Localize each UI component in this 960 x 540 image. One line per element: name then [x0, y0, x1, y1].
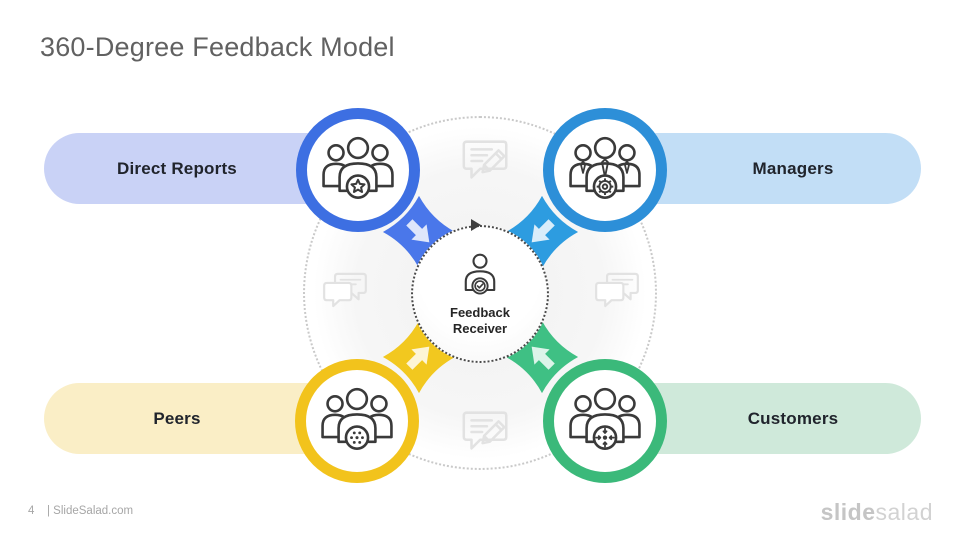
- footer-page-number: 4: [28, 505, 35, 517]
- team-gear-icon: [569, 136, 641, 199]
- node-circle-peers: [295, 359, 419, 483]
- arrow-customers-icon: [505, 320, 579, 394]
- pill-label: Peers: [153, 408, 201, 428]
- center-circle: Feedback Receiver: [411, 225, 549, 363]
- node-circle-managers: [543, 108, 667, 232]
- pill-label: Customers: [747, 408, 839, 428]
- chat-edit-icon: [462, 411, 508, 450]
- team-dots-icon: [321, 387, 393, 450]
- arrow-direct-reports-icon: [382, 195, 456, 269]
- chat-bubbles-icon: [595, 272, 639, 308]
- chat-bubbles-icon: [323, 272, 367, 308]
- center-label-line1: Feedback: [450, 304, 510, 320]
- chat-edit-icon: [462, 140, 508, 179]
- slide-title: 360-Degree Feedback Model: [40, 32, 395, 62]
- rotation-marker-icon: [471, 219, 481, 231]
- pill-label: Managers: [752, 158, 834, 178]
- team-target-icon: [569, 387, 641, 450]
- arrow-peers-icon: [382, 320, 456, 394]
- feedback-receiver-person-check-icon: [464, 253, 496, 295]
- logo-light-part: salad: [875, 499, 933, 525]
- slidesalad-logo: slidesalad: [821, 499, 933, 526]
- node-circle-direct-reports: [296, 108, 420, 232]
- team-star-icon: [322, 136, 394, 199]
- arrow-managers-icon: [505, 195, 579, 269]
- center-label: Feedback Receiver: [450, 305, 510, 338]
- pill-label: Direct Reports: [117, 158, 237, 178]
- footer-site-label: | SlideSalad.com: [47, 505, 134, 517]
- logo-bold-part: slide: [820, 499, 876, 525]
- center-label-line2: Receiver: [452, 321, 508, 336]
- outer-dashed-ring: [303, 116, 657, 470]
- node-circle-customers: [543, 359, 667, 483]
